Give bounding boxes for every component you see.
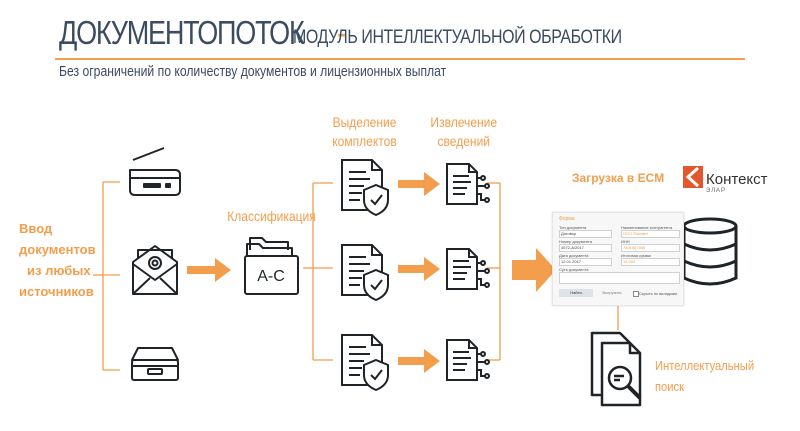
doc-type-label: Тип документа [559,225,587,230]
hide-checkbox-label: Скрыть по вкладкам [639,291,677,296]
document-shield-icon [341,159,389,217]
export-button[interactable]: Выгрузить [602,290,622,295]
inbox-tray-icon [131,347,179,381]
subtitle: Без ограничений по количеству документов… [59,64,447,80]
scanner-icon [129,147,181,196]
document-extract-icon [446,248,490,290]
page-title: ДОКУМЕНТОПОТОК- МОДУЛЬ ИНТЕЛЛЕКТУАЛЬНОЙ … [59,14,622,52]
arrow-to-classify [187,258,231,282]
doc-date-label: Дата документа [559,253,589,258]
search-label-line: Интеллектуальный [655,358,755,373]
extraction-label-line: сведений [437,133,491,149]
content-field[interactable] [559,272,680,284]
input-label: Ввод документов из любых источников [19,218,96,302]
amount-label: Итоговая сумма [621,253,651,258]
doc-number-label: Номер документа [559,239,592,244]
find-button[interactable]: Найти [559,289,593,297]
doc-type-field[interactable]: Договор [559,230,612,238]
search-label-line: поиск [655,379,684,394]
amount-field[interactable]: 15 000 [621,258,680,266]
sets-label: Выделение комплектов [332,113,397,151]
title-main: ДОКУМЕНТОПОТОК [59,14,305,51]
search-label: Интеллектуальный поиск [655,355,754,397]
extraction-label: Извлечение сведений [430,113,497,151]
search-document-icon [590,331,642,407]
inn-field[interactable]: 7801667856 [621,244,680,252]
flow-arrows [187,172,556,373]
document-shield-icon [341,334,389,392]
input-label-line: документов [19,242,96,257]
content-label: Суть документа [559,267,589,272]
document-extract-icon [446,163,490,205]
ecm-form: Форма Тип документа Договор Наименование… [552,212,684,306]
document-shield-icon [341,244,389,302]
form-header: Форма [559,216,575,222]
arrow-to-ecm [512,248,556,292]
sets-label-line: Выделение [332,114,397,130]
input-label-line: Ввод [19,221,53,236]
sets-label-line: комплектов [332,133,397,149]
doc-date-field[interactable]: 12.01.2017 [559,258,612,266]
logo-sub: ЭЛАР [706,188,727,194]
contractor-label: Наименование контрагента [621,225,673,230]
hide-checkbox[interactable] [633,291,639,297]
title-rest: МОДУЛЬ ИНТЕЛЛЕКТУАЛЬНОЙ ОБРАБОТКИ [293,27,622,48]
connector-lines [93,181,619,371]
inn-label: ИНН [621,239,630,244]
ecm-label: Загрузка в ECM [572,171,665,185]
doc-number-field[interactable]: 4572-А/2017 [559,244,612,252]
logo-name: Контекст [706,171,768,188]
arrow-extract-1 [398,172,440,196]
input-label-line: из любых [27,263,91,278]
folder-label: A-C [257,268,285,285]
arrow-extract-3 [398,349,440,373]
kontext-logo-icon [683,166,703,188]
extraction-label-line: Извлечение [430,114,498,130]
document-extract-icon [446,339,490,381]
arrow-extract-2 [398,257,440,281]
classification-label: Классификация [227,208,316,224]
input-label-line: источников [19,284,94,299]
contractor-field[interactable]: ООО Рассвет [621,230,680,238]
title-dash: - [337,14,346,51]
folder-ac-icon [244,237,299,295]
email-icon [132,245,178,295]
database-icon [682,217,738,286]
title-divider [55,58,745,60]
